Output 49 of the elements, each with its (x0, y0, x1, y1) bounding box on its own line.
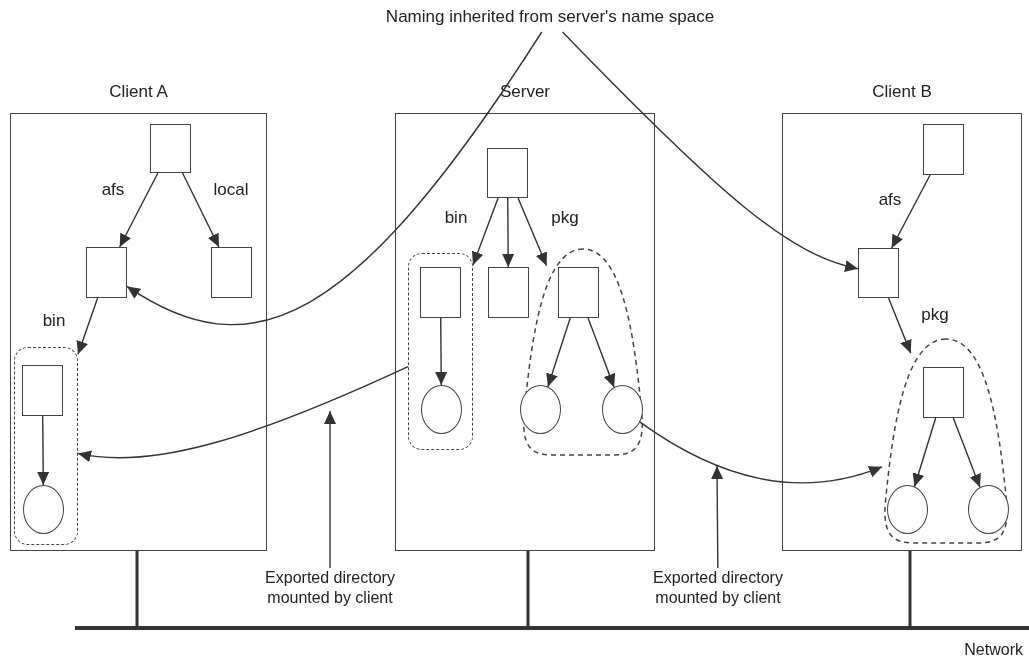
file-circle (968, 485, 1009, 534)
arrow (118, 172, 159, 248)
edge-label: pkg (919, 305, 951, 325)
directory-box (86, 247, 127, 298)
arrow (471, 197, 499, 266)
machine-label: Client A (108, 82, 169, 102)
arrow (952, 417, 981, 488)
arrow (181, 172, 220, 248)
directory-box (150, 124, 191, 173)
arrow (517, 197, 548, 267)
machine-label: Client B (871, 82, 933, 102)
network-label: Network (964, 641, 1023, 659)
arrow (76, 297, 99, 355)
file-circle (421, 385, 462, 434)
arrow (37, 415, 50, 486)
arrow (639, 421, 883, 484)
annotation-text: Naming inherited from server's name space (340, 6, 760, 32)
annotation-text: Exported directory mounted by client (628, 568, 808, 612)
annotation-text: Exported directory mounted by client (240, 568, 420, 612)
file-circle (887, 485, 928, 534)
directory-box (858, 248, 899, 298)
arrow (711, 465, 724, 569)
file-circle (520, 385, 561, 434)
network-link (908, 551, 912, 626)
directory-box (487, 148, 528, 198)
directory-box (211, 247, 252, 298)
arrow (890, 174, 931, 249)
arrow (546, 317, 571, 388)
directory-box (488, 267, 529, 318)
arrow (502, 197, 515, 268)
arrow (561, 31, 859, 272)
arrow (324, 410, 336, 569)
edge-label: pkg (549, 208, 581, 228)
directory-box (22, 365, 63, 416)
network-link (526, 551, 530, 626)
directory-box (420, 267, 461, 318)
directory-box (923, 124, 964, 175)
arrow (126, 31, 543, 325)
arrow (77, 365, 409, 462)
network-link (135, 551, 139, 626)
arrow (435, 317, 448, 386)
file-circle (23, 485, 64, 534)
arrow (912, 417, 937, 488)
machine-label: Server (498, 82, 552, 102)
arrow (887, 297, 912, 354)
file-circle (602, 385, 643, 434)
directory-box (923, 367, 964, 418)
arrow (587, 317, 616, 388)
directory-box (558, 267, 599, 318)
